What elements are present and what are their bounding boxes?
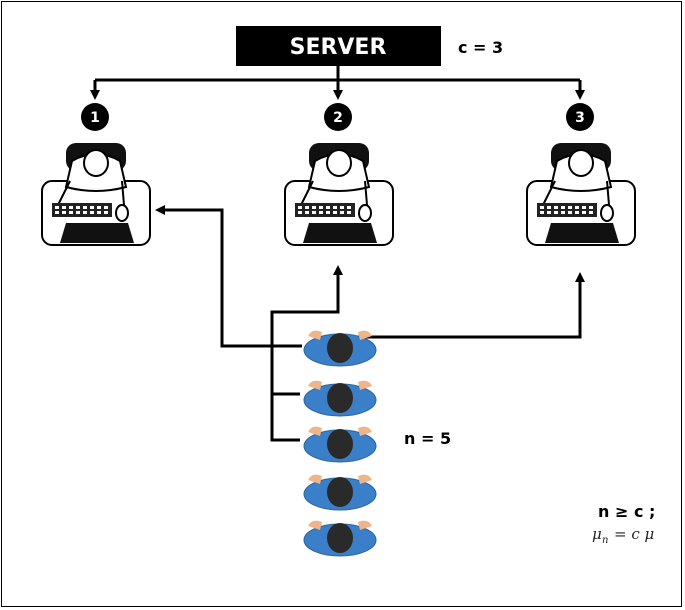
- mu-n-rhs: = c μ: [614, 525, 654, 543]
- queue-count-label: n = 5: [404, 429, 451, 448]
- workstation-3: [526, 142, 636, 246]
- server-box: [236, 26, 441, 66]
- customer-3: [303, 426, 377, 463]
- customer-2: [303, 380, 377, 417]
- customer-5: [303, 520, 377, 557]
- server-connectors: [90, 66, 585, 100]
- badge-2-number: 2: [333, 110, 343, 126]
- queue-routing: [155, 205, 585, 442]
- mu-n-subscript: n: [602, 535, 608, 546]
- badge-3: 3: [566, 103, 594, 131]
- badge-3-number: 3: [575, 110, 585, 126]
- badge-1-number: 1: [90, 110, 100, 126]
- workstation-2: [284, 142, 394, 246]
- customer-1: [303, 330, 377, 367]
- condition-line1: n ≥ c ;: [598, 502, 655, 521]
- server-label: SERVER: [290, 35, 387, 60]
- customer-4: [303, 474, 377, 511]
- mu-n-symbol: μ: [592, 525, 602, 543]
- condition-line2: μ n = c μ: [592, 525, 654, 546]
- badge-1: 1: [81, 103, 109, 131]
- capacity-label: c = 3: [458, 38, 503, 57]
- badge-2: 2: [324, 103, 352, 131]
- workstation-1: [41, 142, 151, 246]
